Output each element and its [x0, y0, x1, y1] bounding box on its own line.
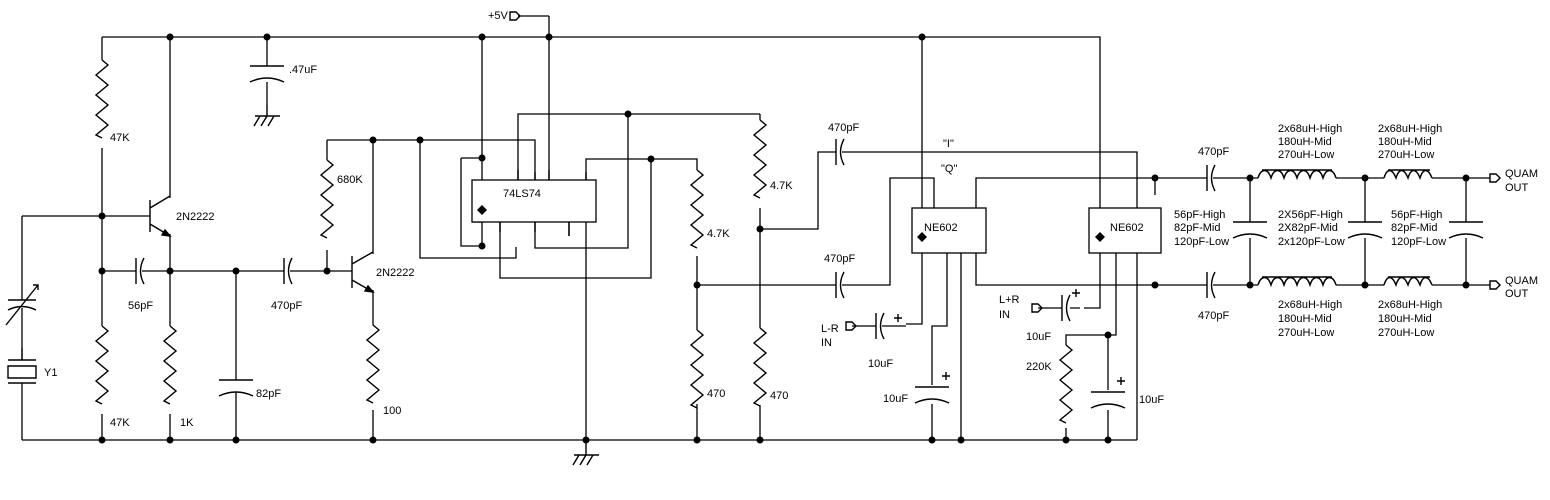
- out-top-label-2: OUT: [1505, 182, 1529, 194]
- ind-top2-label-2: 180uH-Mid: [1378, 136, 1432, 148]
- r2-top-label: 4.7K: [770, 180, 793, 192]
- ind-bot2-label-1: 2x68uH-High: [1378, 299, 1442, 311]
- resistors: [94, 59, 1074, 424]
- lr-plus-label-2: IN: [999, 309, 1010, 321]
- feedback-cap-label: 56pF: [128, 300, 153, 312]
- r1-top-label: 4.7K: [707, 228, 730, 240]
- shunt1-label-1: 56pF-High: [1174, 209, 1225, 221]
- ind-top2-label-1: 2x68uH-High: [1378, 123, 1442, 135]
- mixer1-label: NE602: [924, 222, 958, 234]
- labels: +5V Y1 47K 47K 2N2222 56pF 1K 82pF .47uF…: [44, 10, 1538, 429]
- ind-top2-label-3: 270uH-Low: [1378, 149, 1434, 161]
- cap-i-label: 470pF: [828, 122, 859, 134]
- ind-bot1-label-2: 180uH-Mid: [1278, 313, 1332, 325]
- trimmer-capacitor: [5, 280, 39, 348]
- buffer-cap-label: 470pF: [271, 300, 302, 312]
- vcc-label: +5V: [488, 10, 509, 22]
- q1-label: 2N2222: [176, 211, 215, 223]
- wires: [21, 15, 1490, 441]
- ports: [509, 11, 1501, 331]
- out-cap-top-label: 470pF: [1198, 146, 1229, 158]
- buffer-emitter-label: 100: [383, 405, 401, 417]
- ic-ne602-1: [911, 207, 987, 254]
- transistor-q2: [351, 251, 375, 293]
- r2-bottom-label: 470: [770, 390, 788, 402]
- q2-label: 2N2222: [376, 267, 415, 279]
- ind-bot2-label-2: 180uH-Mid: [1378, 313, 1432, 325]
- emitter-res-label: 1K: [180, 417, 194, 429]
- divider-chip-label: 74LS74: [503, 188, 541, 200]
- ind-top1-label-3: 270uH-Low: [1278, 149, 1334, 161]
- r1-bottom-label: 470: [707, 388, 725, 400]
- ic-pin1-markers: [477, 205, 1105, 242]
- cap-in1-label: 10uF: [868, 358, 893, 370]
- ind-bot1-label-3: 270uH-Low: [1278, 327, 1334, 339]
- decouple2-label: 10uF: [1139, 394, 1164, 406]
- i-signal-label: "I": [943, 138, 954, 150]
- capacitors: [120, 65, 1484, 409]
- out-bottom-label-2: OUT: [1505, 288, 1529, 300]
- ic-74ls74: [471, 170, 597, 236]
- ind-bot1-label-1: 2x68uH-High: [1278, 299, 1342, 311]
- ind-top1-label-2: 180uH-Mid: [1278, 136, 1332, 148]
- shunt2-label-2: 2X82pF-Mid: [1278, 222, 1338, 234]
- inductors: [1257, 169, 1433, 288]
- ground-symbols: [253, 105, 599, 466]
- out-cap-bottom-label: 470pF: [1198, 310, 1229, 322]
- out-bottom-label-1: QUAM: [1505, 275, 1538, 287]
- out-top-label-1: QUAM: [1505, 168, 1538, 180]
- ind-top1-label-1: 2x68uH-High: [1278, 123, 1342, 135]
- buffer-bias-label: 680K: [337, 174, 363, 186]
- lr-minus-label-1: L-R: [821, 323, 839, 335]
- mixer-bias-label: 220K: [1026, 361, 1052, 373]
- shunt2-label-3: 2x120pF-Low: [1278, 236, 1345, 248]
- bias-top-label: 47K: [110, 132, 130, 144]
- bias-bottom-label: 47K: [110, 417, 130, 429]
- polarity-marks: [894, 289, 1125, 385]
- q-signal-label: "Q": [941, 163, 957, 175]
- decoupling-cap-label: .47uF: [289, 64, 317, 76]
- shunt1-label-2: 82pF-Mid: [1174, 222, 1220, 234]
- cap-q-label: 470pF: [824, 253, 855, 265]
- crystal-label: Y1: [44, 367, 57, 379]
- junction-dots: [98, 33, 1470, 444]
- shunt3-label-2: 82pF-Mid: [1391, 222, 1437, 234]
- shunt-cap-label: 82pF: [256, 388, 281, 400]
- shunt2-label-1: 2X56pF-High: [1278, 209, 1343, 221]
- lr-plus-label-1: L+R: [999, 294, 1020, 306]
- decouple1-label: 10uF: [883, 393, 908, 405]
- lr-minus-label-2: IN: [821, 337, 832, 349]
- ind-bot2-label-3: 270uH-Low: [1378, 327, 1434, 339]
- mixer2-label: NE602: [1110, 222, 1144, 234]
- ic-ne602-2: [1088, 207, 1162, 254]
- shunt3-label-1: 56pF-High: [1391, 209, 1442, 221]
- crystal-y1: [7, 348, 37, 400]
- transistor-q1: [149, 195, 172, 237]
- shunt3-label-3: 120pF-Low: [1391, 236, 1446, 248]
- shunt1-label-3: 120pF-Low: [1174, 236, 1229, 248]
- cap-in2-label: 10uF: [1026, 331, 1051, 343]
